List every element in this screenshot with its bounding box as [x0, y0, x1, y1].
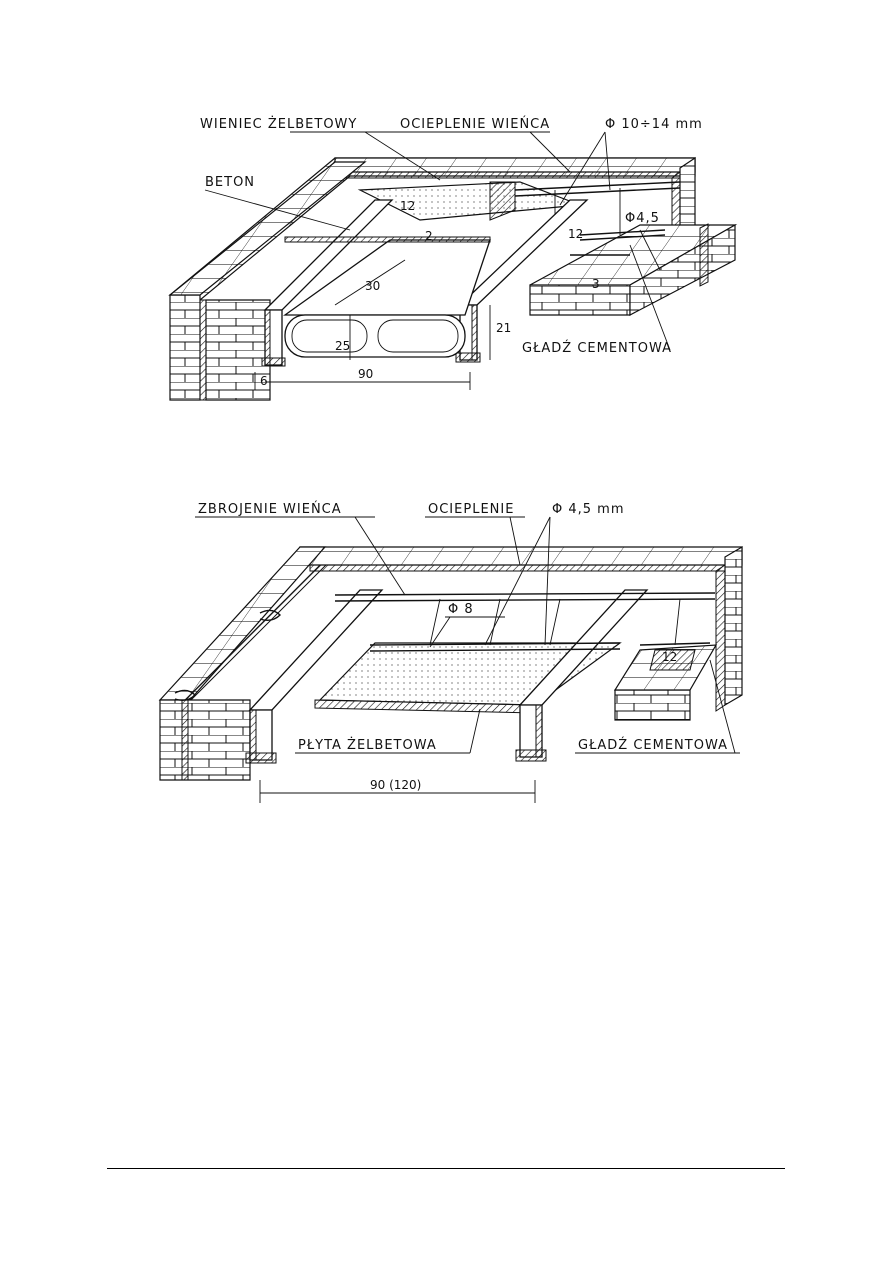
label-gladz-cementowa-2: GŁADŹ CEMENTOWA [578, 737, 728, 753]
rebar-mid-1 [579, 229, 666, 236]
diagram-1-svg: WIENIEC ŻELBETOWY OCIEPLENIE WIEŃCA Φ 10… [168, 116, 738, 401]
masonry-left-top [168, 161, 367, 296]
label-beton: BETON [205, 175, 255, 190]
left-beam-foot [261, 357, 286, 367]
insulation-right-2 [715, 564, 726, 712]
concrete-pad-2 [649, 649, 696, 671]
label-gladz-cementowa: GŁADŹ CEMENTOWA [522, 340, 672, 356]
label-ocieplenie-wienca: OCIEPLENIE WIEŃCA [400, 116, 550, 132]
dim-30: 30 [365, 279, 380, 293]
diagram-hollow-slab-stair: WIENIEC ŻELBETOWY OCIEPLENIE WIEŃCA Φ 10… [160, 110, 750, 414]
right-beam-hatch-2 [535, 704, 543, 758]
insulation-right-lower [699, 223, 709, 287]
leader-ocieplenie2 [509, 516, 521, 566]
masonry-left-face [205, 299, 271, 401]
hollow-slab-top [282, 239, 491, 316]
insulation-left-front-2 [181, 699, 189, 781]
leader-phi45-b [544, 516, 551, 646]
rebar-top-2a [334, 592, 716, 596]
slab-top-layer [284, 236, 491, 243]
leader-wieniec [364, 131, 441, 181]
rebar-hook-2 [174, 689, 196, 702]
leader-plyta [469, 708, 481, 754]
insulation-strip [339, 171, 681, 179]
dim-6: 6 [260, 374, 268, 388]
masonry-back-wall [334, 157, 696, 173]
hollow-slab-section [284, 314, 466, 358]
leader-phi-top-1 [559, 131, 606, 206]
label-phi-8: Φ 8 [448, 602, 474, 617]
label-ocieplenie: OCIEPLENIE [428, 502, 514, 517]
label-phi-10-14: Φ 10÷14 mm [605, 117, 703, 132]
diagram-2-svg: ZBROJENIE WIEŃCA OCIEPLENIE Φ 4,5 mm Φ 8… [158, 501, 743, 803]
slab-void-left [291, 319, 368, 353]
diagram-reinforced-slab-stair: ZBROJENIE WIEŃCA OCIEPLENIE Φ 4,5 mm Φ 8… [150, 495, 750, 819]
rebar-mid-2 [579, 234, 666, 241]
label-phi45: Φ4,5 [625, 211, 660, 226]
dim-90-120: 90 (120) [370, 778, 421, 792]
insulation-top-2 [309, 564, 726, 572]
stirrup-2b [489, 598, 501, 646]
leader-gladz [629, 244, 671, 351]
dim-12-b: 12 [568, 227, 583, 241]
rebar-top-2 [514, 187, 681, 197]
label-phi-4-5-mm: Φ 4,5 mm [552, 502, 625, 517]
leader-phi45 [639, 229, 661, 271]
dim-3: 3 [592, 277, 600, 291]
insulation-left [199, 299, 207, 401]
dim-25: 25 [335, 339, 350, 353]
label-plyta-zelbetowa: PŁYTA ŻELBETOWA [298, 737, 437, 753]
leader-phi8 [429, 616, 451, 648]
leader-beton [204, 189, 351, 231]
rebar-low-2b [369, 648, 621, 652]
right-beam-foot-2 [515, 749, 547, 762]
dim-12-fig2: 12 [662, 650, 677, 664]
rebar-top-2b [334, 598, 716, 602]
stirrup-2a [429, 598, 441, 646]
dim-90: 90 [358, 367, 373, 381]
footer-rule [107, 1168, 785, 1169]
right-beam-hatch [471, 304, 478, 361]
masonry-back-wall-2 [299, 546, 743, 566]
right-beam-foot [455, 352, 481, 363]
rebar-hook-1 [259, 609, 281, 622]
leader-phi-top-2 [604, 131, 611, 191]
rebar-top-1 [514, 181, 681, 191]
slab-void-right [377, 319, 459, 353]
masonry-right-lower [529, 284, 631, 316]
masonry-left-front [169, 294, 201, 401]
leader-phi45-a [484, 516, 551, 646]
left-beam-hatch [264, 309, 271, 366]
dim-2: 2 [425, 229, 433, 243]
rebar-low-2a [369, 642, 621, 646]
leader-ocieplenie [529, 131, 571, 173]
masonry-left-front-2 [159, 699, 251, 781]
stirrup-2c [549, 598, 561, 646]
leader-zbrojenie [354, 516, 406, 596]
dim-21: 21 [496, 321, 511, 335]
stirrup-2d [674, 598, 681, 646]
masonry-right-wall-2 [724, 545, 743, 707]
leader-gladz2 [709, 659, 736, 754]
masonry-right-lower-2 [614, 689, 691, 721]
concrete-section [489, 181, 516, 221]
dim-line-30 [334, 259, 406, 306]
dim-12-a: 12 [400, 199, 415, 213]
label-zbrojenie-wienca: ZBROJENIE WIEŃCA [198, 501, 342, 517]
label-wieniec: WIENIEC ŻELBETOWY [200, 116, 357, 132]
left-beam-foot-2 [245, 752, 277, 764]
insulation-left-2 [183, 564, 328, 701]
concrete-fill [357, 181, 581, 221]
